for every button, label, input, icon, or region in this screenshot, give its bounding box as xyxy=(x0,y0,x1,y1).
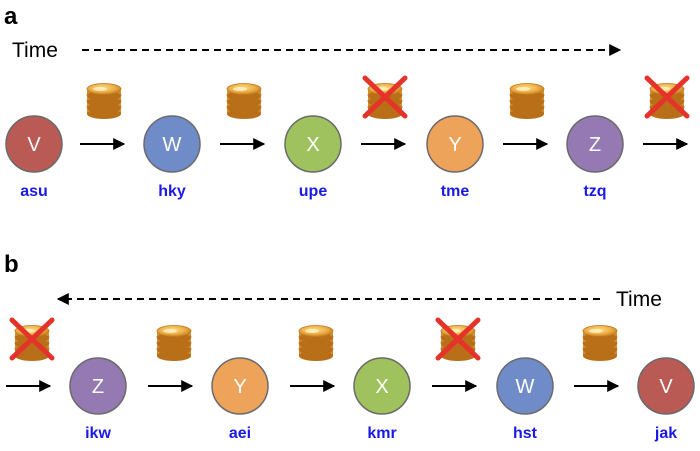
crossed-coins-icon xyxy=(644,75,690,119)
coins-icon xyxy=(226,83,262,119)
node-circle xyxy=(69,357,127,415)
coins-icon xyxy=(509,83,545,119)
node-letter: X xyxy=(375,376,388,398)
node-circle xyxy=(211,357,269,415)
node-id-label: upe xyxy=(299,183,328,200)
node-circle xyxy=(637,357,695,415)
node-circle xyxy=(5,115,63,173)
node-id-label: asu xyxy=(20,183,48,200)
node-circle xyxy=(426,115,484,173)
coins-icon xyxy=(298,325,334,361)
crossed-coins-icon xyxy=(9,317,55,361)
node-id-label: ikw xyxy=(85,425,111,442)
panel-b-letter: b xyxy=(4,251,19,278)
node-id-label: hky xyxy=(158,183,186,200)
cross-mark xyxy=(435,317,481,361)
coins-icon xyxy=(582,325,618,361)
cross-mark xyxy=(9,317,55,361)
node-letter: Z xyxy=(589,134,601,156)
node-id-label: tzq xyxy=(583,183,606,200)
node-circle xyxy=(143,115,201,173)
node-letter: Y xyxy=(233,376,246,398)
node-circle xyxy=(496,357,554,415)
panel-b-time-label: Time xyxy=(616,288,662,311)
coins-icon xyxy=(156,325,192,361)
node-id-label: hst xyxy=(513,425,538,442)
node-letter: V xyxy=(659,376,673,398)
cross-mark xyxy=(644,75,690,119)
panel-a-letter: a xyxy=(4,3,18,30)
node-letter: W xyxy=(163,134,182,156)
node-circle xyxy=(353,357,411,415)
crossed-coins-icon xyxy=(362,75,408,119)
node-letter: Y xyxy=(448,134,461,156)
crossed-coins-icon xyxy=(435,317,481,361)
coins-icon xyxy=(86,83,122,119)
node-letter: V xyxy=(27,134,41,156)
cross-mark xyxy=(362,75,408,119)
node-circle xyxy=(566,115,624,173)
node-id-label: tme xyxy=(441,183,470,200)
node-letter: X xyxy=(306,134,319,156)
node-letter: W xyxy=(516,376,535,398)
node-circle xyxy=(284,115,342,173)
node-id-label: kmr xyxy=(367,425,396,442)
panel-a-time-label: Time xyxy=(12,39,58,62)
node-letter: Z xyxy=(92,376,104,398)
node-id-label: aei xyxy=(229,425,251,442)
node-id-label: jak xyxy=(654,425,677,442)
